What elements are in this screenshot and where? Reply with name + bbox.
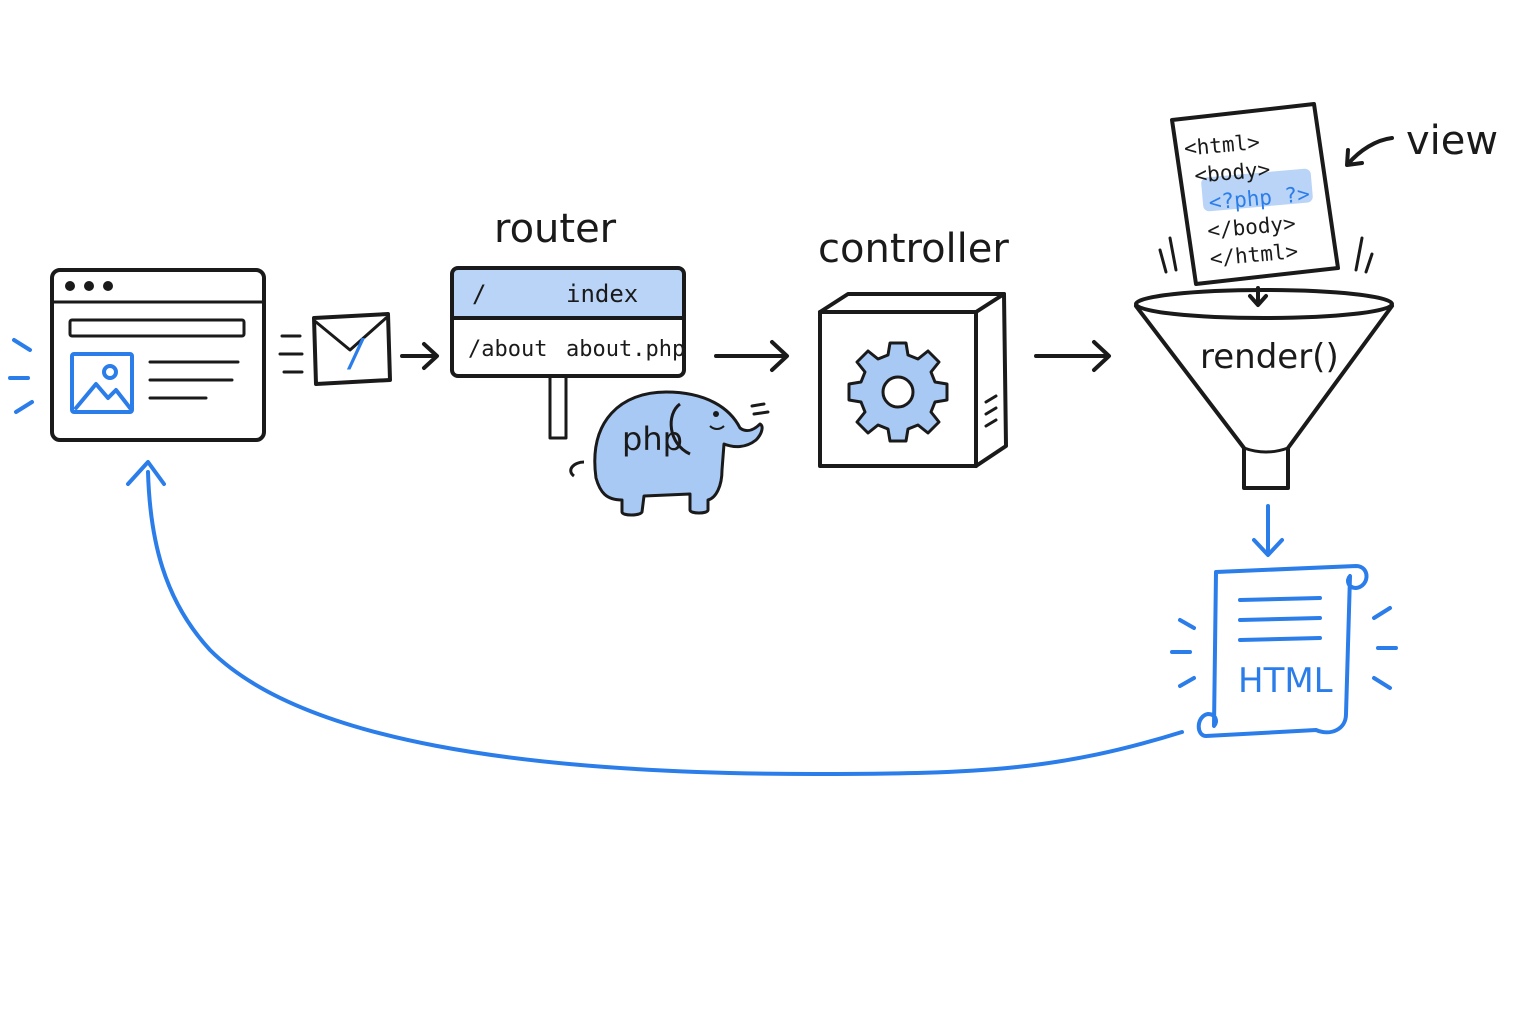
view-code-line: </body> — [1206, 211, 1296, 243]
arrow-view-label — [1345, 136, 1394, 167]
render-label: render() — [1200, 337, 1339, 377]
arrow-render-to-html — [1252, 504, 1284, 557]
document-icon: <html> <body> <?php ?> </body> </html> — [1170, 102, 1340, 286]
router-table: / index /about about.php — [450, 266, 686, 440]
arrow-router-to-controller — [714, 340, 789, 372]
browser-window-icon — [8, 268, 266, 442]
funnel-icon: render() — [1134, 236, 1394, 490]
gear-icon — [847, 341, 949, 443]
arrow-html-to-browser-head — [126, 460, 166, 486]
arrow-controller-to-render — [1034, 340, 1111, 372]
envelope-mark: / — [345, 331, 368, 375]
controller-label: controller — [818, 226, 1009, 272]
elephant-icon: php — [569, 390, 770, 517]
image-icon — [70, 352, 134, 414]
router-row-target: about.php — [566, 337, 685, 362]
html-scroll-label: HTML — [1238, 661, 1333, 701]
router-label: router — [494, 206, 617, 252]
view-code-line: <html> — [1183, 130, 1261, 161]
router-row-path: /about — [468, 337, 547, 362]
controller-box — [818, 292, 1008, 468]
router-row-path: / — [472, 280, 486, 308]
view-code-line: </html> — [1209, 239, 1299, 271]
envelope-icon: / — [278, 312, 392, 386]
view-label: view — [1406, 118, 1498, 164]
scroll-icon: HTML — [1170, 564, 1398, 738]
router-row-target: index — [566, 280, 638, 308]
php-label: php — [622, 420, 683, 458]
arrow-html-to-browser — [146, 470, 1184, 776]
arrow-envelope-to-router — [400, 342, 439, 370]
